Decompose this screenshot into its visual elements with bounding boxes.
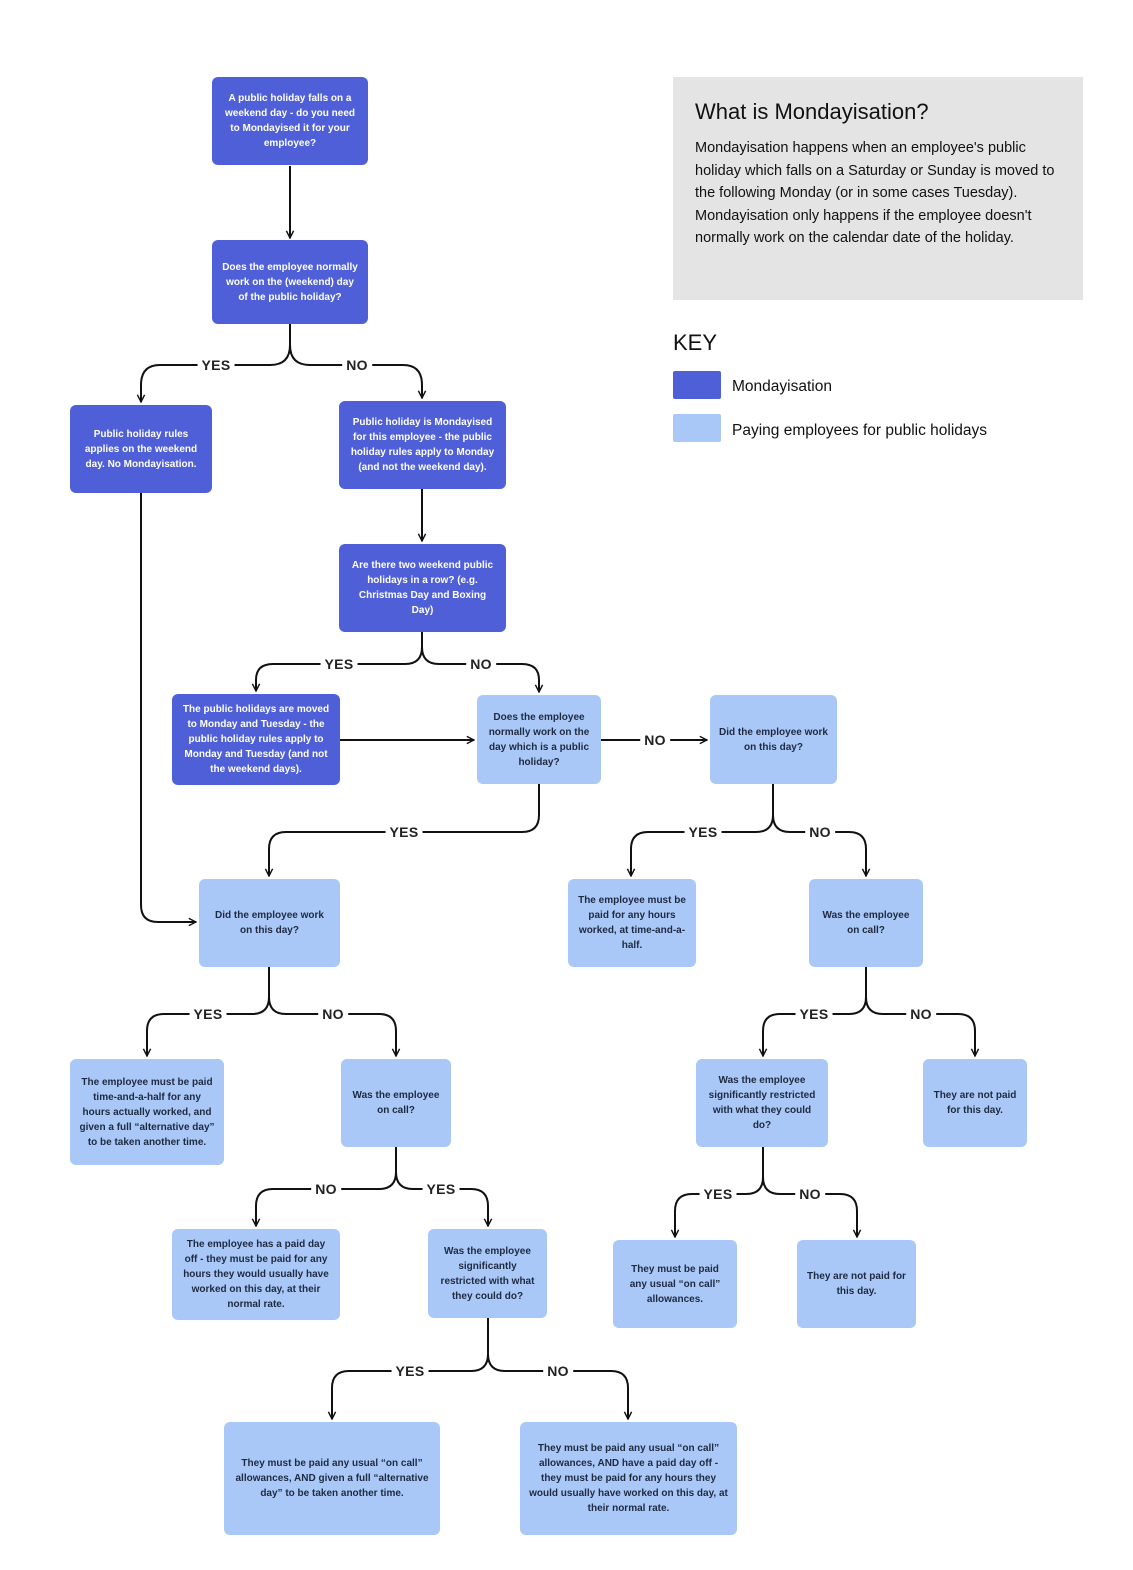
node-on-call-left: Was the employee on call? bbox=[341, 1059, 451, 1147]
key-swatch-paying bbox=[673, 414, 721, 442]
label-yes: YES bbox=[391, 1363, 429, 1379]
node-not-paid-a: They are not paid for this day. bbox=[923, 1059, 1027, 1147]
node-on-call-right: Was the employee on call? bbox=[809, 879, 923, 967]
node-on-call-day-off: They must be paid any usual “on call” al… bbox=[520, 1422, 737, 1535]
label-no: NO bbox=[311, 1181, 341, 1197]
node-normally-work-weekend: Does the employee normally work on the (… bbox=[212, 240, 368, 324]
label-no: NO bbox=[640, 732, 670, 748]
edge-ocl-yes bbox=[395, 1171, 488, 1226]
edge-rl-no bbox=[487, 1353, 628, 1419]
label-no: NO bbox=[805, 824, 835, 840]
edge-two-no bbox=[421, 646, 539, 692]
node-paid-day-off: The employee has a paid day off - they m… bbox=[172, 1229, 340, 1320]
edge-dwr-no bbox=[772, 814, 866, 876]
label-no: NO bbox=[466, 656, 496, 672]
node-time-half-left: The employee must be paid time-and-a-hal… bbox=[70, 1059, 224, 1165]
info-title: What is Mondayisation? bbox=[695, 99, 929, 124]
label-yes: YES bbox=[385, 824, 423, 840]
node-two-weekend: Are there two weekend public holidays in… bbox=[339, 544, 506, 632]
key-label-paying: Paying employees for public holidays bbox=[732, 422, 988, 439]
key-label-mondayisation: Mondayisation bbox=[732, 378, 832, 395]
label-yes: YES bbox=[197, 357, 235, 373]
node-on-call-alt: They must be paid any usual “on call” al… bbox=[224, 1422, 440, 1535]
label-yes: YES bbox=[320, 656, 358, 672]
node-restricted-right: Was the employee significantly restricte… bbox=[696, 1059, 828, 1147]
label-no: NO bbox=[342, 357, 372, 373]
edge-q1-no bbox=[289, 344, 422, 398]
label-no: NO bbox=[795, 1186, 825, 1202]
node-did-work-right: Did the employee work on this day? bbox=[710, 695, 837, 784]
label-yes: YES bbox=[699, 1186, 737, 1202]
label-yes: YES bbox=[795, 1006, 833, 1022]
node-did-work-left: Did the employee work on this day? bbox=[199, 879, 340, 967]
node-mondayised: Public holiday is Mondayised for this em… bbox=[339, 401, 506, 489]
node-rules-weekend: Public holiday rules applies on the week… bbox=[70, 405, 212, 493]
node-start: A public holiday falls on a weekend day … bbox=[212, 77, 368, 165]
label-no: NO bbox=[318, 1006, 348, 1022]
node-on-call-allow: They must be paid any usual “on call” al… bbox=[613, 1240, 737, 1328]
node-moved-mon-tue: The public holidays are moved to Monday … bbox=[172, 694, 340, 785]
label-yes: YES bbox=[422, 1181, 460, 1197]
edge-dwl-no bbox=[268, 996, 396, 1056]
info-panel: What is Mondayisation? Mondayisation hap… bbox=[673, 77, 1083, 300]
node-time-half-right: The employee must be paid for any hours … bbox=[568, 879, 696, 967]
edge-rr-no bbox=[762, 1176, 857, 1237]
label-no: NO bbox=[543, 1363, 573, 1379]
edge-rules-to-didwork bbox=[140, 493, 196, 922]
node-restricted-left: Was the employee significantly restricte… bbox=[428, 1229, 547, 1318]
label-no: NO bbox=[906, 1006, 936, 1022]
node-not-paid-b: They are not paid for this day. bbox=[797, 1240, 916, 1328]
key-title: KEY bbox=[673, 330, 718, 355]
node-normally-work-public: Does the employee normally work on the d… bbox=[477, 695, 601, 784]
label-yes: YES bbox=[684, 824, 722, 840]
edge-ocr-no bbox=[865, 996, 975, 1056]
info-body: Mondayisation happens when an employee's… bbox=[695, 140, 1055, 246]
label-yes: YES bbox=[189, 1006, 227, 1022]
key-swatch-mondayisation bbox=[673, 371, 721, 399]
